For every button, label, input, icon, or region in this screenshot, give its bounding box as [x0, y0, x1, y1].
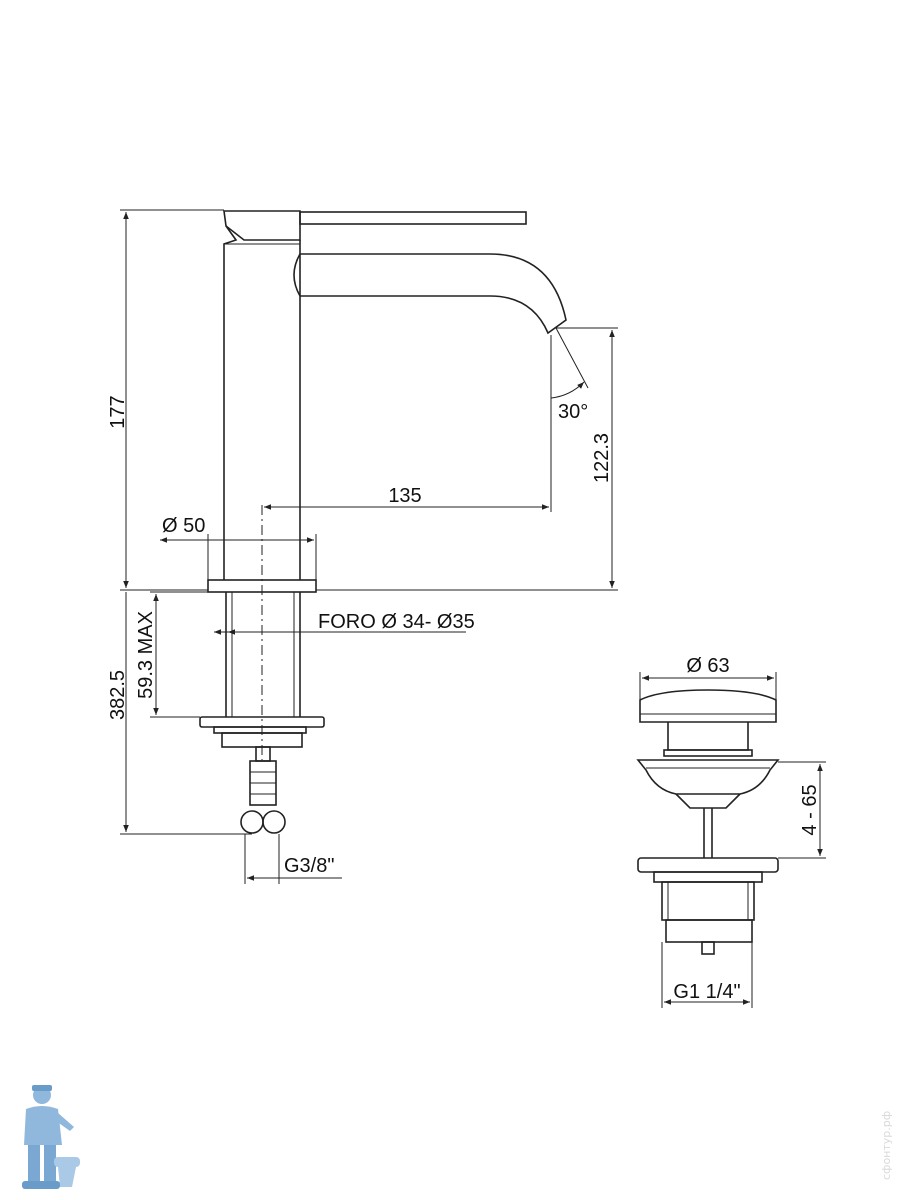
dimension-lines — [120, 209, 826, 1008]
watermark-text: сфонтур.рф — [880, 1111, 893, 1180]
dim-label-foro: FORO Ø 34- Ø35 — [318, 611, 475, 633]
faucet-drawing — [199, 210, 589, 834]
plumber-logo-icon — [22, 1085, 80, 1189]
dim-label-135: 135 — [388, 485, 421, 507]
dim-label-59-3-max: 59.3 MAX — [135, 611, 157, 699]
waste-body — [661, 881, 755, 921]
dim-label-diameter-63: Ø 63 — [686, 655, 729, 677]
dim-label-diameter-50: Ø 50 — [162, 515, 205, 537]
waste-lower-flange — [637, 857, 779, 873]
faucet-body-left — [223, 225, 238, 580]
dim-label-382-5: 382.5 — [107, 670, 129, 720]
waste-cap — [639, 689, 777, 723]
waste-drawing — [636, 689, 780, 955]
spout-joint — [293, 253, 301, 297]
dim-label-122-3: 122.3 — [591, 433, 613, 483]
dim-label-30-deg: 30° — [558, 401, 588, 423]
faucet-spout — [300, 253, 567, 335]
faucet-handle-base — [223, 210, 301, 241]
connection-nut-left — [240, 810, 264, 834]
waste-thread — [665, 919, 753, 943]
dim-label-g3-8: G3/8" — [284, 855, 334, 877]
faucet-lever — [299, 211, 527, 225]
dim-label-4-65: 4 - 65 — [799, 784, 821, 835]
waste-flange — [636, 759, 780, 795]
dim-label-177: 177 — [107, 395, 129, 428]
dim-label-g1-1-4: G1 1/4" — [673, 981, 740, 1003]
connection-nut-right — [262, 810, 286, 834]
